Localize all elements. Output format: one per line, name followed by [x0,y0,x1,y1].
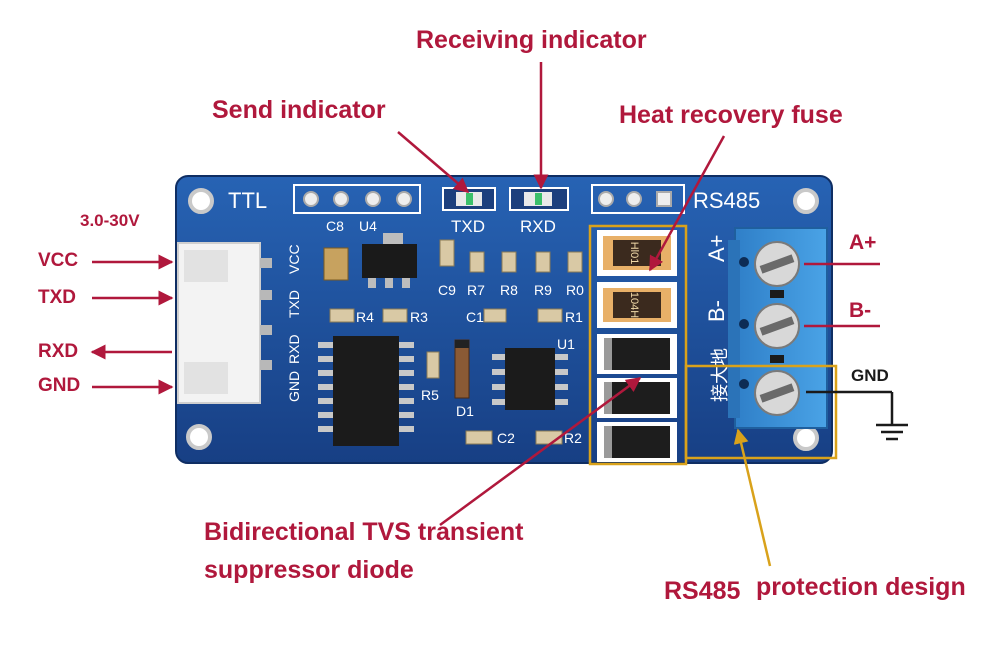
ref-r4: R4 [356,309,374,325]
ic-left [318,336,414,446]
led-txd-label: TXD [451,217,485,236]
input-pin-rxd: RXD [38,341,79,362]
callout-arrow-rs485 [733,428,772,567]
send-indicator-label: Send indicator [212,96,386,124]
txd-led [442,187,496,211]
screw-a [754,241,800,287]
protection-box-gnd [684,364,838,460]
fuse-code-1: Hl01 [628,242,640,265]
ground-symbol [806,390,908,441]
ref-r5: R5 [421,387,439,403]
input-pin-txd: TXD [38,287,76,308]
side-pin-gnd: GND [286,371,302,402]
ref-u1: U1 [557,336,575,352]
cap-code: 104H [628,292,640,318]
callout-arrows [397,62,726,527]
mount-hole-br [793,425,819,451]
ref-r8: R8 [500,282,518,298]
ic-u1 [492,348,568,410]
ttl-header-label: TTL [228,188,267,213]
fuse-2: 104H [597,282,677,328]
protection-design-label: protection design [756,573,966,601]
rs485-pin-holes [591,184,685,214]
ref-c1: C1 [466,309,484,325]
ref-u4: U4 [359,218,377,234]
ref-c2: C2 [497,430,515,446]
rs485-left-label: RS485 [664,577,741,605]
ref-r2: R2 [564,430,582,446]
led-rxd-label: RXD [520,217,556,236]
jst-connector [177,242,272,404]
small-parts-row1 [439,239,583,273]
mount-hole-tl [188,188,214,214]
screw-gnd [754,370,800,416]
small-parts-row2 [329,308,563,323]
tvs-diode-3 [597,422,677,462]
output-pin-lines [804,262,880,328]
ref-r0: R0 [566,282,584,298]
screw-terminal-block [728,227,828,429]
input-pin-vcc: VCC [38,250,79,271]
ref-r1: R1 [565,309,583,325]
screw-b [754,303,800,349]
rxd-led [509,187,569,211]
protection-box-fuses [588,224,688,466]
input-pin-gnd: GND [38,375,81,396]
side-pin-labels: GND RXD TXD VCC [286,244,302,402]
side-pin-rxd: RXD [286,334,302,364]
tvs-label-line2: suppressor diode [204,556,414,584]
side-pin-txd: TXD [286,290,302,318]
output-pin-b-minus: B- [849,299,872,322]
tvs-diode-2 [597,378,677,418]
resistor-r5 [426,351,440,379]
rs485-header-label: RS485 [693,188,760,213]
cap-c2 [465,430,493,445]
diode-d1 [454,339,470,399]
cap-c8 [323,247,349,281]
ref-r9: R9 [534,282,552,298]
board-a-plus: A+ [704,234,729,262]
output-pin-gnd: GND [851,366,889,385]
mount-hole-tr [793,188,819,214]
output-pin-a-plus: A+ [849,231,877,254]
ref-c8: C8 [326,218,344,234]
ref-r7: R7 [467,282,485,298]
board-b-minus: B- [704,300,729,322]
side-pin-vcc: VCC [286,244,302,274]
receiving-indicator-label: Receiving indicator [416,26,647,54]
ref-c9: C9 [438,282,456,298]
ref-d1: D1 [456,403,474,419]
ref-r3: R3 [410,309,428,325]
input-pin-arrows [90,254,174,395]
fuse-1: Hl01 [597,230,677,276]
mount-hole-bl [186,424,212,450]
board-chinese-gnd: 接大地 [710,348,731,402]
tvs-diode-1 [597,334,677,374]
regulator-u4 [362,233,417,288]
heat-recovery-fuse-label: Heat recovery fuse [619,101,843,129]
tvs-label-line1: Bidirectional TVS transient [204,518,524,546]
ttl-pin-holes [293,184,421,214]
input-voltage-label: 3.0-30V [80,211,140,230]
